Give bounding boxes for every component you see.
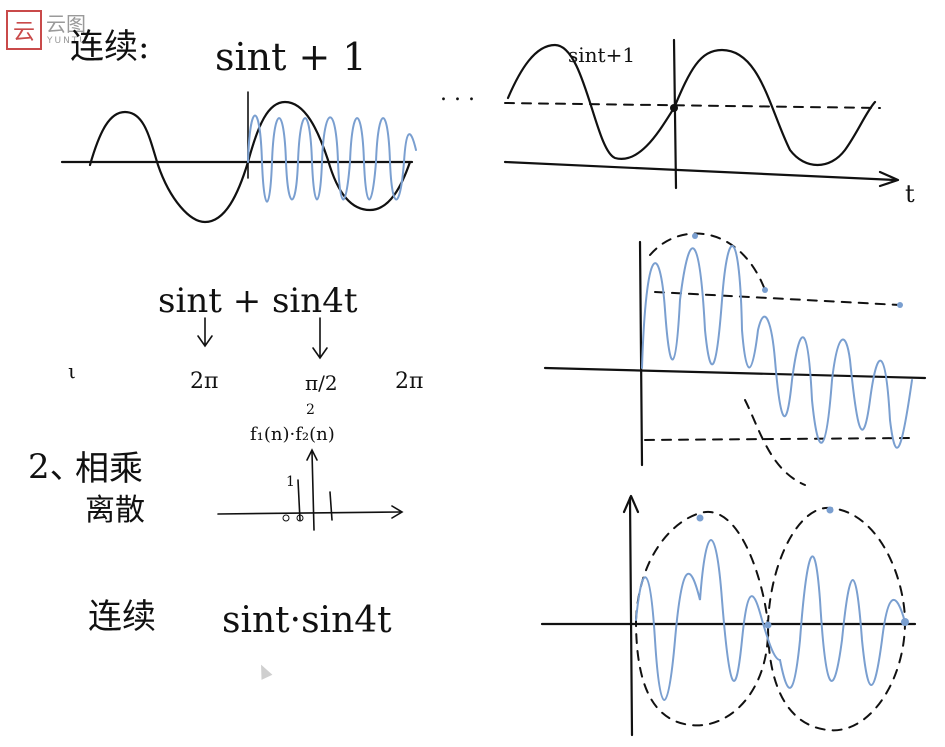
product-peak-2 <box>827 507 834 514</box>
tick-mark: ι <box>68 359 76 383</box>
dashed-lower <box>645 438 915 440</box>
discrete-stem-plot: 1 <box>218 450 402 530</box>
heading-continuous-1: 连续: <box>70 27 149 67</box>
peak-dot-2 <box>762 287 768 293</box>
graph-sint-sin4t <box>62 92 416 222</box>
period-right: 2π <box>395 369 423 394</box>
formula-product: sint·sin4t <box>222 600 392 641</box>
ellipsis: . . . <box>440 81 475 106</box>
y-axis-2 <box>674 40 676 188</box>
stem-right <box>330 492 332 520</box>
graph-sum <box>545 233 925 485</box>
x-axis-3 <box>545 368 925 378</box>
dashed-level-1 <box>505 103 880 108</box>
stem-left <box>298 480 300 520</box>
dashed-upper <box>655 292 900 305</box>
arrow-down-left <box>198 318 212 346</box>
product-end <box>901 618 909 626</box>
x-axis-4 <box>218 512 400 514</box>
formula-sint-plus-1: sint + 1 <box>215 35 367 79</box>
item-2-text-top: 相乘 <box>75 449 143 489</box>
stem-point-1 <box>283 515 289 521</box>
formula-sum: sint + sin4t <box>158 281 358 321</box>
axis-t-label: t <box>905 180 915 208</box>
period-left: 2π <box>190 369 218 394</box>
stem-center <box>312 452 314 530</box>
curve-sum <box>642 246 912 448</box>
heading-continuous-3: 连续 <box>88 597 156 637</box>
t-axis <box>505 162 895 180</box>
label-sint-plus-1: sint+1 <box>568 43 635 67</box>
curve-sin4t <box>248 116 416 202</box>
period-mid: π/2 <box>305 371 338 395</box>
intercept-point <box>670 104 678 112</box>
stem-value-label: 1 <box>286 474 295 490</box>
envelope-left <box>636 512 768 726</box>
graph-product <box>542 496 915 735</box>
curve-product <box>636 540 905 700</box>
item-2-text-bottom: 离散 <box>85 493 145 528</box>
y-axis-5 <box>630 498 632 735</box>
envelope-upper <box>650 233 765 290</box>
peak-dot-3 <box>897 302 903 308</box>
product-peak-1 <box>697 515 704 522</box>
product-zero <box>765 622 772 629</box>
arrow-down-right <box>313 318 327 358</box>
stem-top-label: 2 <box>306 402 315 418</box>
peak-dot-1 <box>692 233 698 239</box>
signal-label: f₁(n)·f₂(n) <box>250 424 335 445</box>
graph-sint-plus-1: sint+1 t <box>505 40 915 208</box>
envelope-lower <box>745 400 805 485</box>
